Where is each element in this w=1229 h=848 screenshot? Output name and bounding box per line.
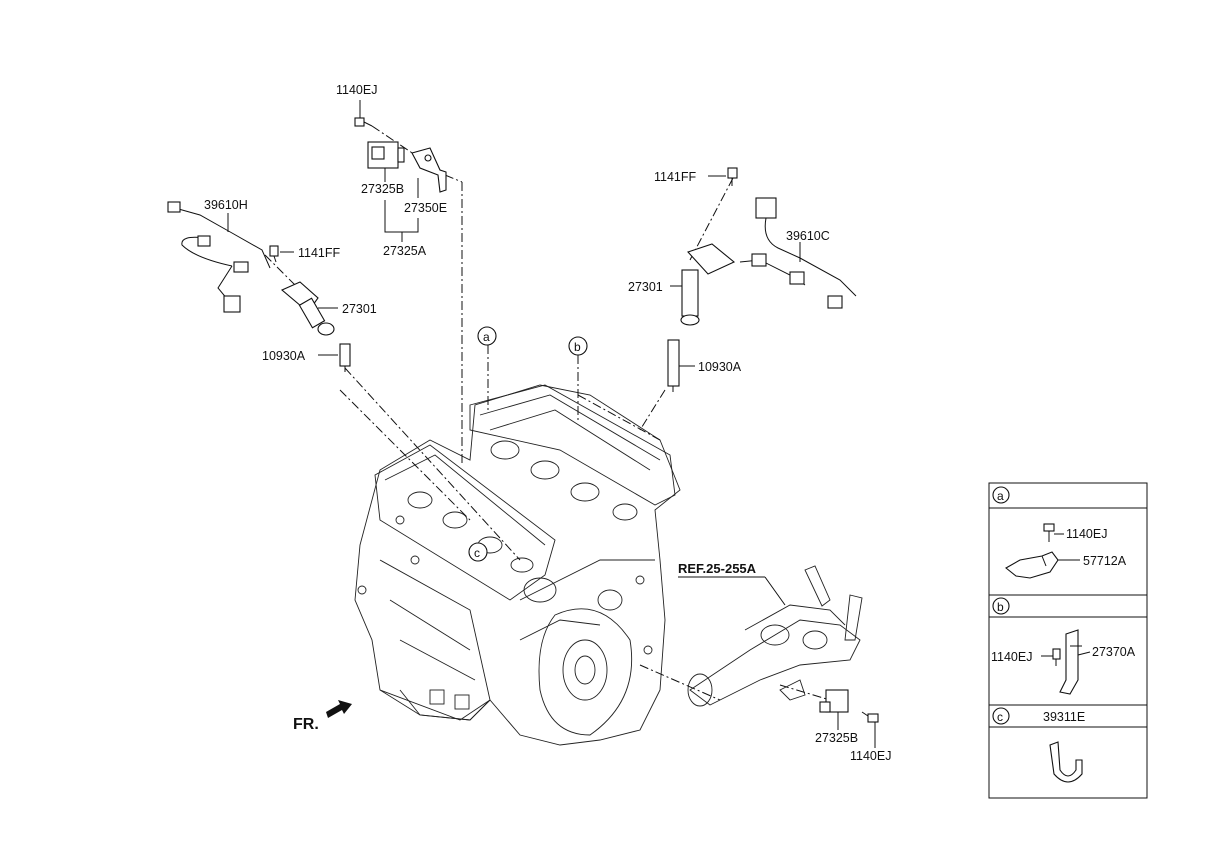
bolt-detail-a-icon [1043, 523, 1055, 542]
label-ref: REF.25-255A [678, 561, 757, 576]
label-coil-left: 27301 [342, 302, 377, 316]
svg-text:b: b [574, 340, 581, 354]
right-coil-group: 1141FF 39610C 27301 10 [628, 167, 857, 392]
svg-text:b: b [997, 600, 1004, 614]
svg-text:a: a [997, 489, 1004, 503]
bracket-detail-b-icon [1059, 629, 1082, 695]
label-coil-right: 27301 [628, 280, 663, 294]
label-bolt-left: 1141FF [298, 246, 341, 260]
bolt-bottom-icon [861, 711, 879, 723]
callout-c: c [468, 542, 488, 562]
bolt-right-icon [727, 167, 738, 186]
engine-block [354, 384, 681, 746]
harness-right-icon [739, 197, 857, 309]
bolt-left-icon [269, 245, 279, 263]
top-sensor-group: 1140EJ 27325B 27350E 27325A [336, 83, 447, 258]
bracket-top-icon [411, 147, 447, 193]
label-detail-c-part: 39311E [1043, 710, 1085, 724]
svg-text:c: c [997, 710, 1003, 724]
svg-text:a: a [483, 330, 490, 344]
ref-group: REF.25-255A 27325B 1140EJ [678, 561, 891, 763]
label-front: FR. [293, 716, 319, 733]
label-bolt-bottom: 1140EJ [850, 749, 891, 763]
callout-b: b [568, 336, 588, 356]
left-coil-group: 39610H 1141FF 27301 [167, 198, 377, 372]
bolt-detail-b-icon [1052, 648, 1061, 666]
ignition-coil-right-icon [680, 243, 736, 326]
detail-section-a: a 1140EJ 57712A [992, 486, 1127, 579]
label-harness-right: 39610C [786, 229, 830, 243]
front-indicator: FR. [293, 700, 352, 733]
label-bracket-top: 27350E [404, 201, 447, 215]
crank-sensor-icon [367, 141, 405, 169]
detail-section-c: c 39311E [992, 707, 1085, 783]
bolt-top-icon [354, 117, 373, 127]
label-detail-b-bracket: 27370A [1092, 645, 1136, 659]
label-bolt-top: 1140EJ [336, 83, 377, 97]
clip-detail-c-icon [1049, 741, 1083, 783]
label-detail-a-bolt: 1140EJ [1066, 527, 1107, 541]
label-detail-a-bracket: 57712A [1083, 554, 1127, 568]
harness-left-icon [167, 201, 271, 313]
label-plug-left: 10930A [262, 349, 306, 363]
front-arrow-icon [326, 700, 352, 718]
label-bolt-right: 1141FF [654, 170, 697, 184]
label-harness-left: 39610H [204, 198, 248, 212]
detail-panel: a 1140EJ 57712A b 1140EJ [988, 482, 1148, 799]
label-plug-right: 10930A [698, 360, 742, 374]
spark-plug-left-icon [339, 343, 351, 372]
cam-sensor-icon [819, 689, 849, 713]
detail-section-b: b 1140EJ 27370A [991, 597, 1136, 695]
ignition-coil-left-icon [280, 281, 335, 336]
callout-a: a [477, 326, 497, 346]
label-detail-b-bolt: 1140EJ [991, 650, 1032, 664]
svg-text:c: c [474, 546, 480, 560]
label-connector-bottom: 27325B [815, 731, 858, 745]
label-connector-top: 27325B [361, 182, 404, 196]
coolant-housing-icon [687, 565, 863, 707]
spark-plug-right-icon [667, 339, 680, 392]
label-sensor-assy: 27325A [383, 244, 427, 258]
reference-lines [264, 174, 831, 701]
